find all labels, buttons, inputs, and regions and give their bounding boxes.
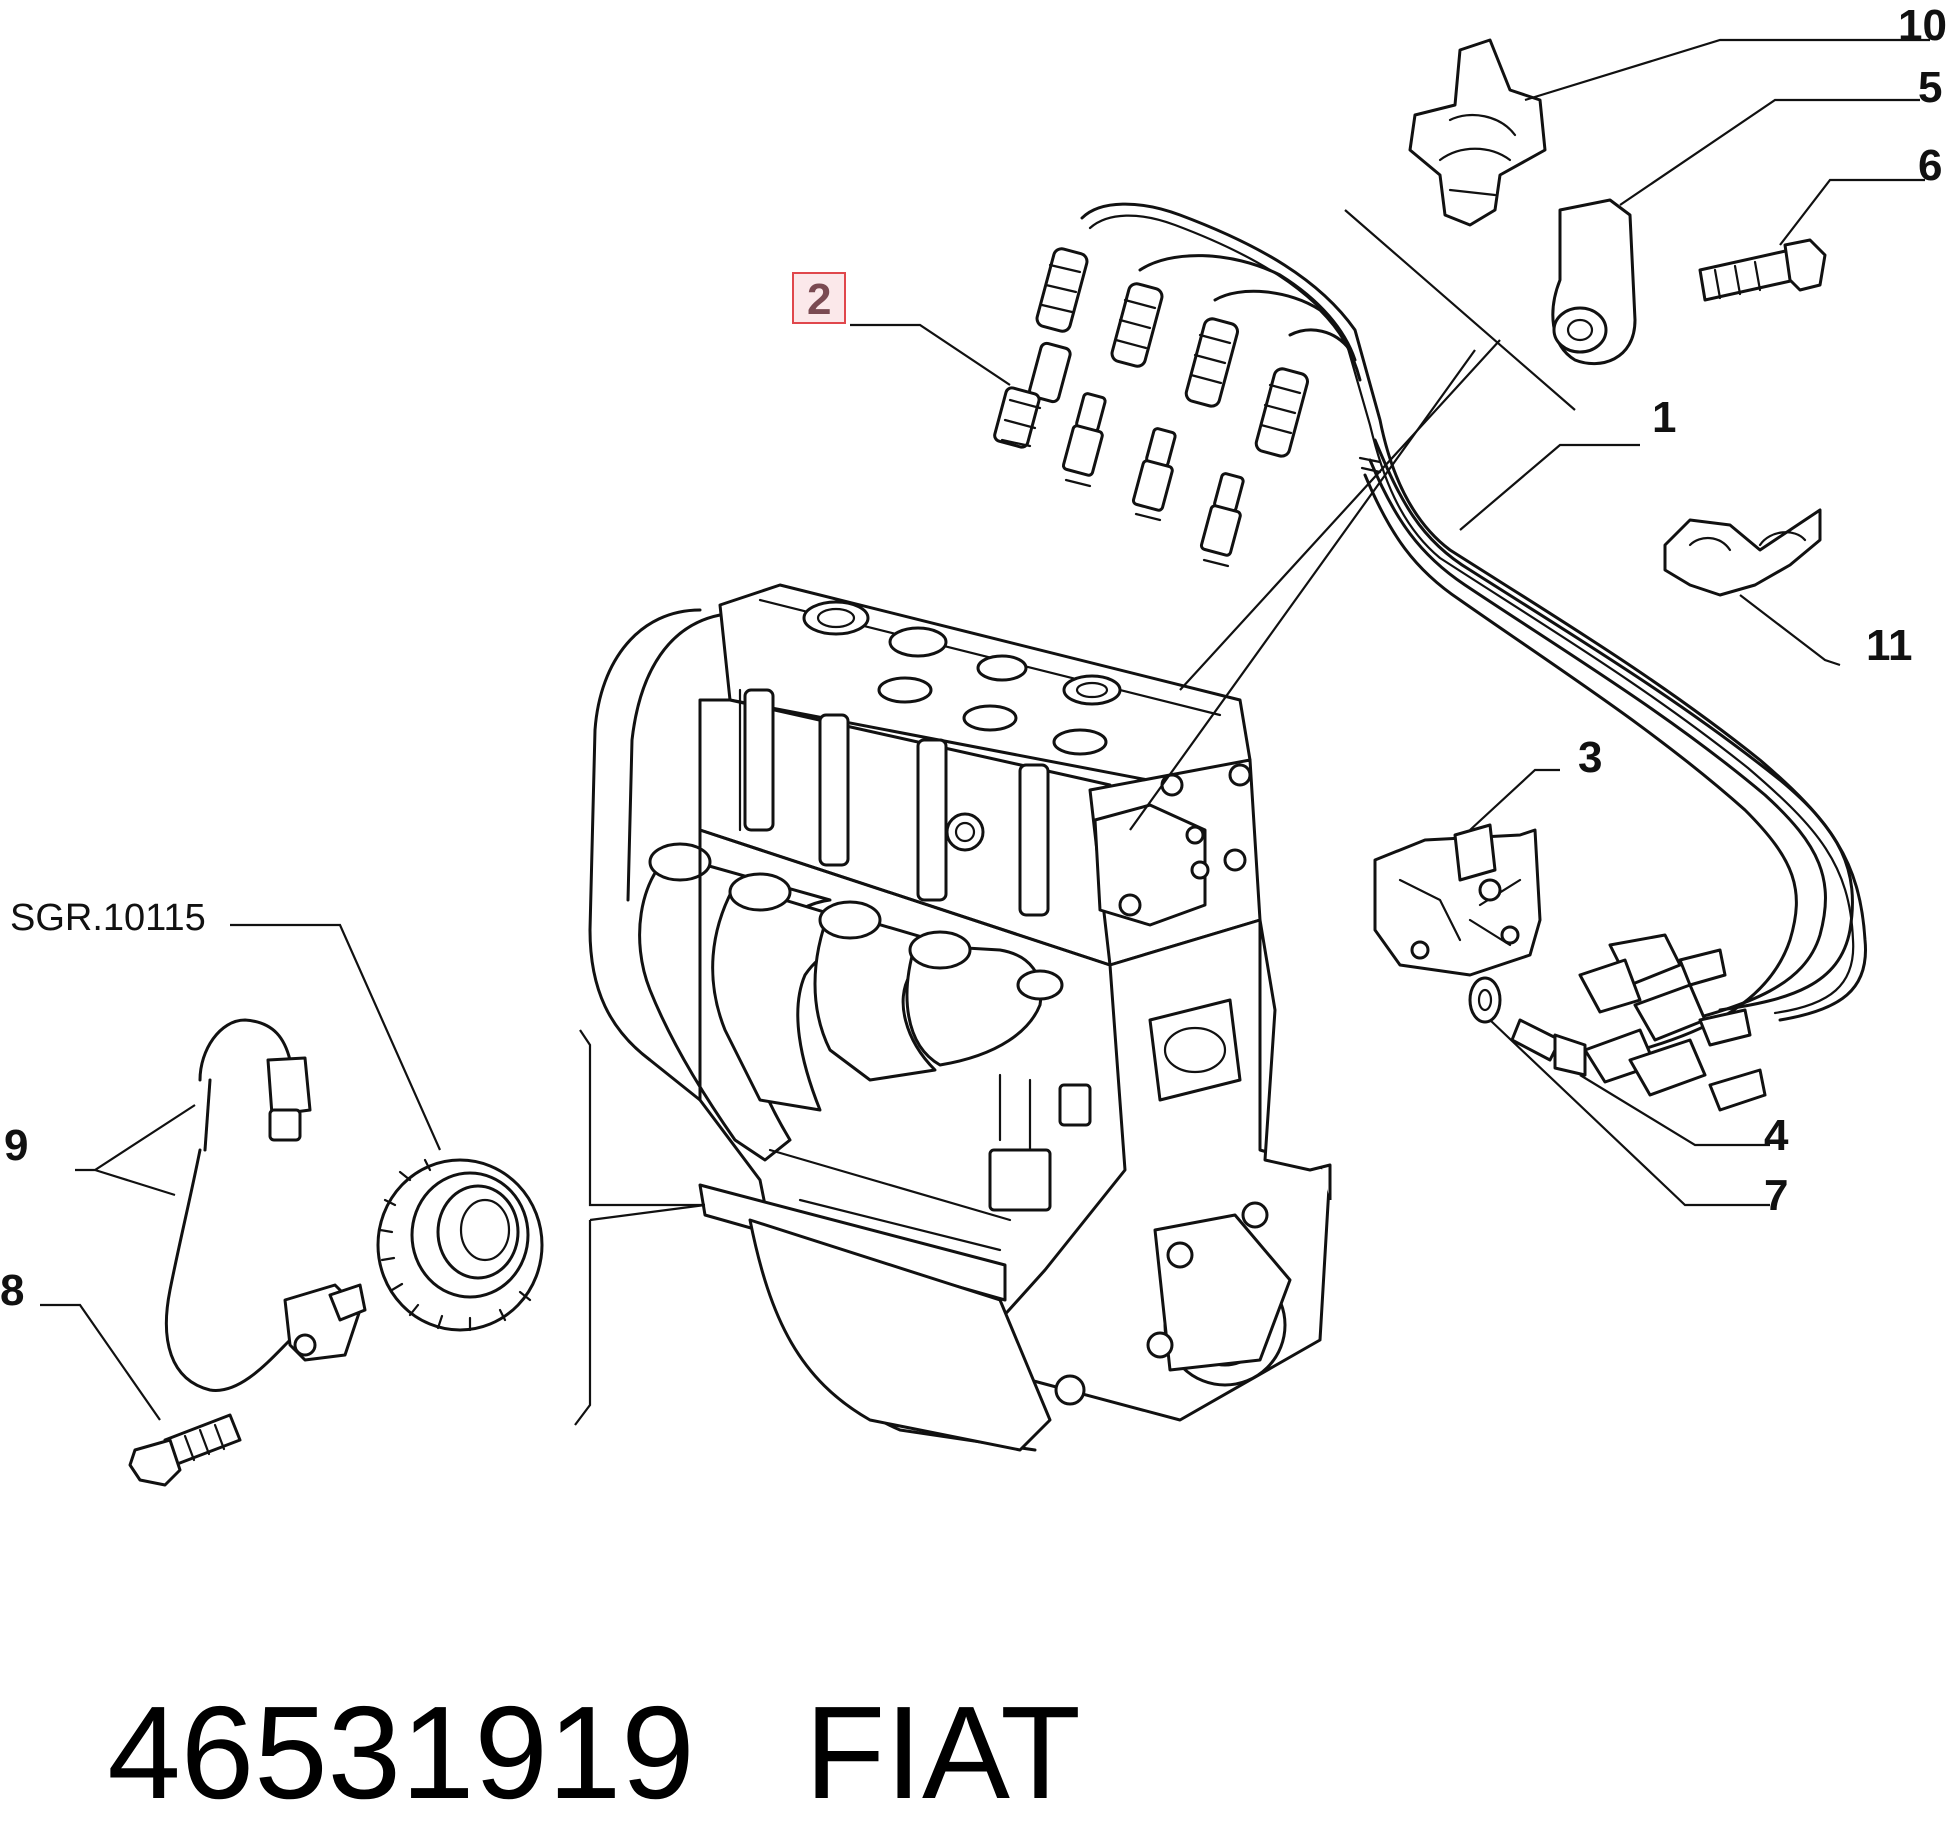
spark-plug <box>1131 427 1177 522</box>
part-11-clip <box>1663 508 1822 597</box>
callout-5: 5 <box>1918 63 1942 112</box>
ignition-cable-set <box>1080 202 1868 1112</box>
sgr-pulley <box>376 1158 544 1332</box>
callout-3: 3 <box>1578 733 1602 782</box>
callout-4: 4 <box>1764 1111 1789 1160</box>
part-8-bolt <box>128 1413 242 1487</box>
part-3-coil <box>1373 823 1542 977</box>
callout-labels: 10 5 6 1 2 11 3 4 7 9 8 SGR.10115 <box>0 1 1947 1315</box>
leader-9 <box>75 1104 196 1197</box>
brand-name: FIAT <box>804 1679 1081 1826</box>
callout-10: 10 <box>1898 1 1947 50</box>
callout-8: 8 <box>0 1266 24 1315</box>
leader-lines <box>40 38 1930 1421</box>
part-number: 46531919 <box>107 1679 695 1826</box>
leader-8 <box>40 1303 161 1421</box>
callout-6: 6 <box>1918 141 1942 190</box>
callout-9: 9 <box>4 1121 28 1170</box>
leader-11 <box>1739 594 1841 667</box>
part-5-sensor <box>1551 198 1637 366</box>
leader-10 <box>1524 38 1930 102</box>
leader-6 <box>1779 178 1925 246</box>
footer: 46531919 FIAT <box>34 1555 1081 1826</box>
part-4-screw <box>1510 1018 1587 1077</box>
leader-7 <box>1489 1019 1770 1207</box>
spark-plug <box>1199 472 1245 568</box>
leader-1 <box>1179 339 1640 691</box>
callout-2-highlight[interactable]: 2 <box>792 272 846 324</box>
spark-plug <box>1061 392 1107 488</box>
spark-plug-boots <box>993 247 1309 568</box>
reference-label: SGR.10115 <box>10 897 206 939</box>
leader-4 <box>1579 1074 1770 1147</box>
callout-7: 7 <box>1764 1171 1788 1220</box>
callout-11: 11 <box>1866 621 1913 670</box>
part-10-bracket <box>1408 38 1547 227</box>
callout-1: 1 <box>1652 393 1676 442</box>
leader-5 <box>1619 98 1920 206</box>
parts-diagram: 10 5 6 1 2 11 3 4 7 9 8 SGR.10115 <box>0 1 1947 1487</box>
highlight-box[interactable] <box>792 272 846 324</box>
leader-3 <box>1469 768 1560 831</box>
part-7-washer <box>1468 976 1502 1024</box>
leader-sgr <box>230 923 442 1151</box>
part-9-wire <box>164 1018 367 1392</box>
callout-2: 2 <box>807 275 831 324</box>
part-6-bolt <box>1698 238 1827 302</box>
leader-2 <box>850 323 1011 386</box>
engine-block <box>574 583 1332 1452</box>
